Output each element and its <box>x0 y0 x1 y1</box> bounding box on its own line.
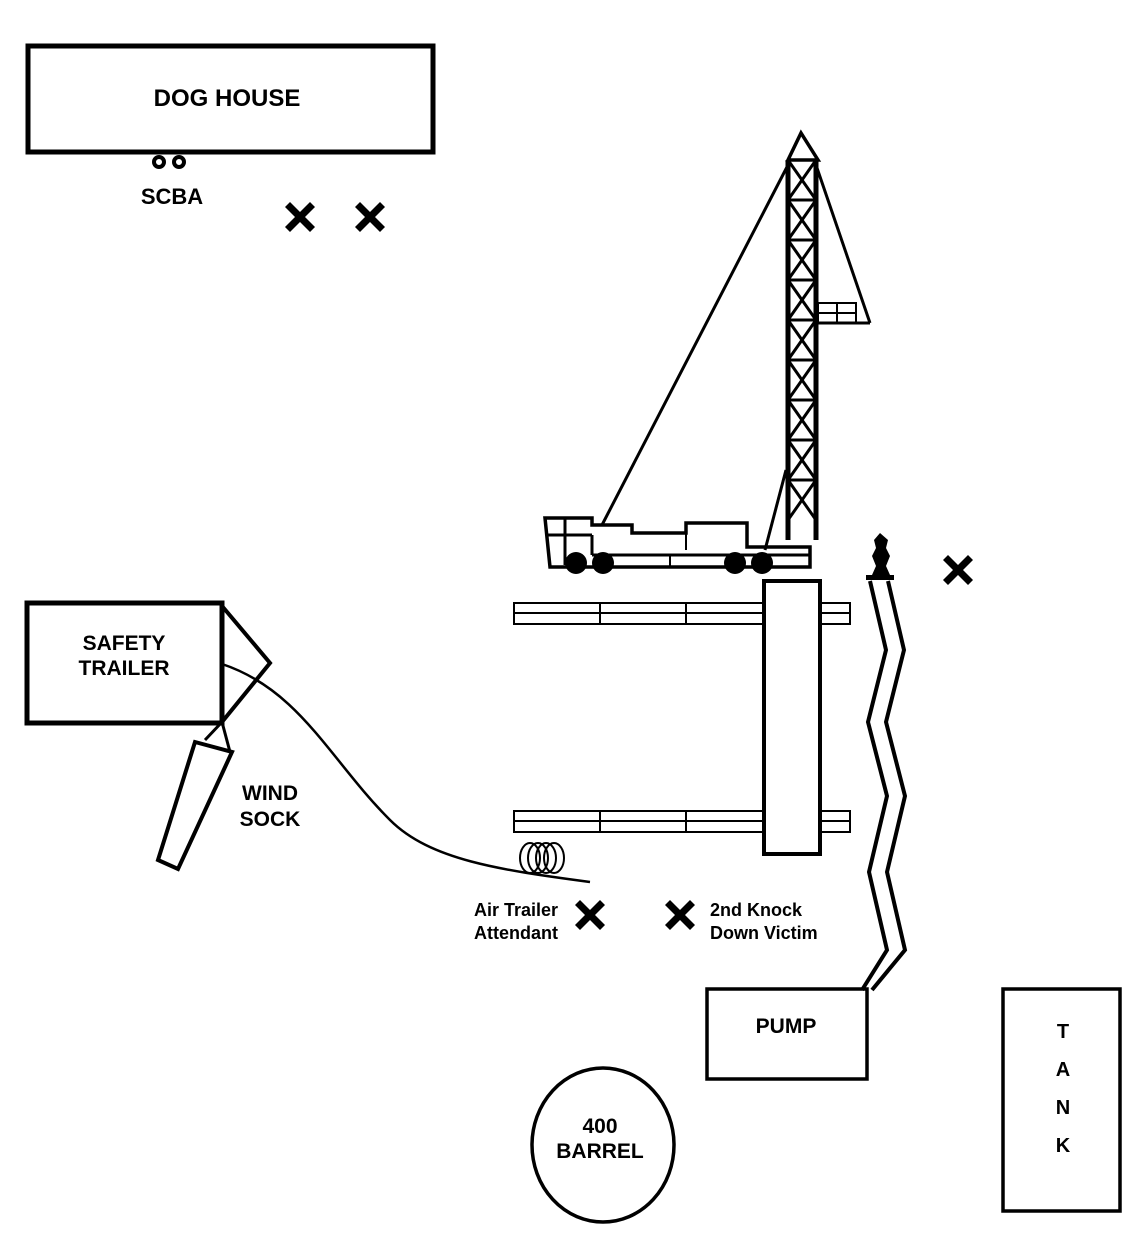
drilling-rig-icon <box>543 129 872 574</box>
tank-letter: N <box>1056 1097 1070 1119</box>
victim-x-icon <box>285 202 315 232</box>
dog-house: DOG HOUSE <box>25 43 436 155</box>
victim-x-icon <box>355 202 385 232</box>
catwalk <box>762 579 822 856</box>
pump: PUMP <box>705 987 869 1081</box>
tank-letter: A <box>1056 1059 1070 1081</box>
knockdown-victim-marker: 2nd Knock Down Victim <box>665 900 818 943</box>
flow-line <box>860 580 908 992</box>
victim-x-icon <box>665 900 695 930</box>
tank-letter: T <box>1057 1021 1069 1043</box>
air-hose <box>221 662 591 884</box>
wellhead-icon <box>866 533 894 580</box>
barrel-label-1: 400 <box>582 1115 617 1138</box>
victim-label-2: Down Victim <box>710 923 818 943</box>
wind-sock-label-2: SOCK <box>240 808 301 831</box>
barrel-label-2: BARREL <box>556 1140 644 1163</box>
attendant-label-2: Attendant <box>474 923 558 943</box>
scba-label: SCBA <box>141 184 203 209</box>
pump-label: PUMP <box>756 1015 817 1038</box>
safety-trailer: SAFETY TRAILER <box>24 600 273 726</box>
air-trailer-attendant-marker: Air Trailer Attendant <box>474 900 605 943</box>
wind-sock: WIND SOCK <box>155 720 301 872</box>
tank-letter: K <box>1056 1135 1071 1157</box>
safety-trailer-label-2: TRAILER <box>79 657 170 680</box>
victim-x-icon <box>575 900 605 930</box>
scba-bottles-icon <box>152 155 186 169</box>
dog-house-label: DOG HOUSE <box>154 85 301 112</box>
attendant-label-1: Air Trailer <box>474 900 558 920</box>
barrel-400: 400 BARREL <box>530 1066 676 1224</box>
victim-label-1: 2nd Knock <box>710 900 803 920</box>
tank: T A N K <box>1001 987 1122 1213</box>
safety-trailer-label-1: SAFETY <box>83 632 166 655</box>
air-hose-coil-icon <box>519 842 565 874</box>
wind-sock-label-1: WIND <box>242 782 298 805</box>
victim-x-icon <box>943 555 973 585</box>
